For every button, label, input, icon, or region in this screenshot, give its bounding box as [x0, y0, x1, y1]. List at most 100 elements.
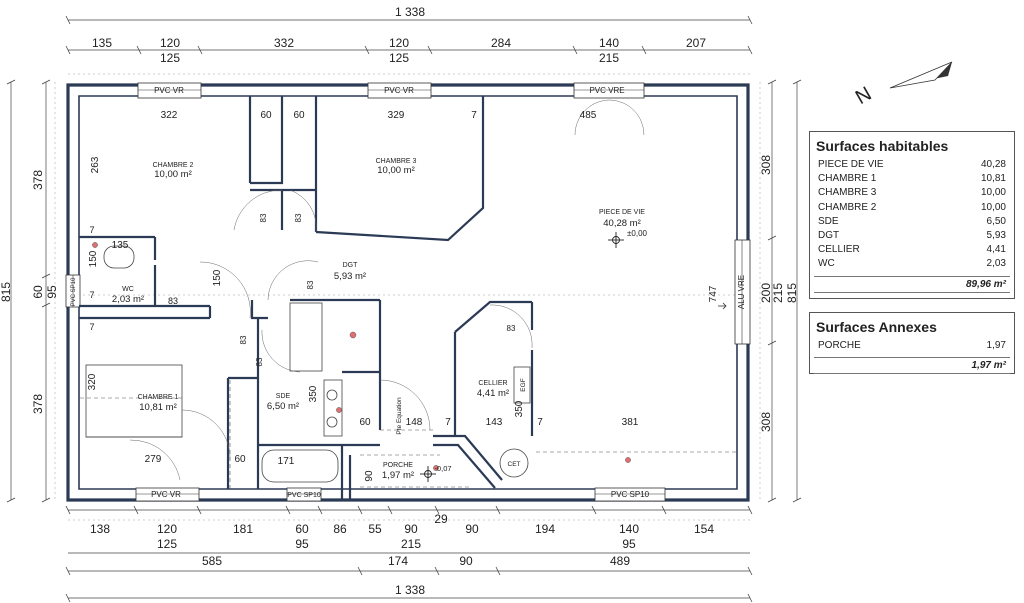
dim-top-9: 207 — [686, 36, 706, 50]
inner-dim: 320 — [87, 373, 98, 390]
dim-left-2: 95 — [45, 285, 59, 299]
dimension-lines — [10, 19, 798, 599]
dimension-ticks — [6, 15, 802, 603]
inner-dim: 83 — [259, 213, 268, 222]
window-label-5: PVC SP10 — [287, 492, 321, 499]
window-label-3: PVC VRE — [589, 86, 624, 95]
surfaces-habitables-total: 89,96 m² — [814, 275, 1010, 293]
dim-bottom-total: 1 338 — [395, 583, 425, 597]
room-name-chambre1: CHAMBRE 1 — [138, 394, 179, 401]
table-row: CHAMBRE 1 10,81 — [810, 172, 1014, 186]
dim-top-3: 332 — [274, 36, 294, 50]
inner-dim: 83 — [507, 324, 516, 333]
dim-bottom-6: 86 — [333, 522, 347, 536]
row-name: WC — [818, 258, 835, 270]
row-name: CHAMBRE 2 — [818, 201, 877, 213]
window-label-1: PVC VR — [154, 86, 184, 95]
dim-bottom-9: 215 — [401, 537, 421, 551]
north-arrow-icon — [889, 61, 953, 89]
dim-bottom-5: 95 — [295, 537, 309, 551]
room-name-porche: PORCHE — [383, 462, 413, 469]
room-name-piece: PIECE DE VIE — [599, 209, 645, 216]
window-glass — [72, 89, 743, 495]
room-name-sde: SDE — [276, 393, 291, 400]
inner-dim: 485 — [580, 110, 597, 121]
dim-group-3: 489 — [610, 554, 630, 568]
inner-dim: 83 — [306, 280, 315, 289]
row-name: SDE — [818, 215, 839, 227]
row-name: DGT — [818, 229, 840, 241]
sliding-arrow — [718, 302, 727, 310]
inner-dim: 83 — [239, 335, 248, 344]
inner-dim: 7 — [445, 417, 451, 428]
dim-bottom-4: 60 — [295, 522, 309, 536]
table-row: WC 2,03 — [810, 257, 1014, 271]
row-name: CHAMBRE 3 — [818, 187, 877, 199]
row-value: 5,93 — [986, 229, 1006, 241]
room-name-chambre3: CHAMBRE 3 — [376, 158, 417, 165]
dim-bottom-29: 29 — [434, 512, 448, 526]
row-name: CHAMBRE 1 — [818, 173, 877, 185]
egf-label: EGF — [520, 378, 527, 391]
dim-group-0: 585 — [202, 554, 222, 568]
inner-dim: 7 — [471, 110, 477, 121]
inner-dim: 381 — [622, 417, 639, 428]
level-piece: ±0,00 — [627, 229, 648, 238]
window-label-4: PVC VR — [151, 490, 181, 499]
row-value: 1,97 — [986, 340, 1006, 351]
row-value: 2,03 — [986, 258, 1006, 270]
inner-dim: 279 — [145, 454, 162, 465]
dim-bottom-14: 154 — [694, 522, 714, 536]
level-porche: -0,07 — [434, 464, 451, 473]
room-area-sde: 6,50 m² — [267, 401, 299, 412]
inner-dim: 150 — [212, 269, 223, 286]
room-name-chambre2: CHAMBRE 2 — [153, 162, 194, 169]
dim-right-1: 200 — [759, 283, 773, 303]
inner-dim: 350 — [308, 385, 319, 402]
inner-dim: 7 — [89, 322, 94, 332]
dimension-texts: 1 338 135 120 125 332 120 125 284 140 21… — [0, 5, 799, 597]
room-area-chambre1: 10,81 m² — [139, 402, 177, 413]
inner-dim: 263 — [90, 156, 101, 173]
row-value: 40,28 — [980, 159, 1006, 170]
inner-dim: 150 — [88, 250, 99, 267]
dim-top-1: 120 — [160, 36, 180, 50]
room-name-dgt: DGT — [343, 262, 359, 269]
inner-dim: 7 — [537, 417, 543, 428]
dim-bottom-8: 90 — [404, 522, 418, 536]
row-value: 10,00 — [980, 187, 1006, 199]
table-row: CHAMBRE 2 10,00 — [810, 201, 1014, 215]
dim-bottom-7: 55 — [368, 522, 382, 536]
inner-dimensions: 322 60 60 329 7 485 263 83 83 135 150 7 … — [87, 110, 719, 482]
inner-dim: 747 — [708, 285, 719, 302]
row-value: 10,00 — [980, 201, 1006, 213]
dim-bottom-0: 138 — [90, 522, 110, 536]
row-name: PIECE DE VIE — [818, 159, 884, 170]
table-row: DGT 5,93 — [810, 229, 1014, 243]
dim-bottom-12: 140 — [619, 522, 639, 536]
inner-dim: 350 — [514, 400, 525, 417]
window-label-7: PVC SP10 — [71, 277, 77, 306]
inner-dim: 60 — [260, 110, 272, 121]
electrical-points — [92, 242, 631, 471]
room-area-dgt: 5,93 m² — [334, 271, 366, 282]
room-area-cellier: 4,41 m² — [477, 388, 509, 399]
dim-right-4: 308 — [759, 412, 773, 432]
dim-bottom-13: 95 — [622, 537, 636, 551]
row-value: 6,50 — [986, 215, 1006, 227]
surfaces-annexes-title: Surfaces Annexes — [816, 319, 937, 335]
dim-right-0: 308 — [759, 155, 773, 175]
inner-dim: 143 — [486, 417, 503, 428]
inner-dim: 148 — [406, 417, 423, 428]
window-label-2: PVC VR — [384, 86, 414, 95]
row-value: 10,81 — [980, 173, 1006, 185]
pte-equation-label: Pte Equation — [396, 397, 403, 435]
dim-bottom-10: 90 — [465, 522, 479, 536]
room-area-chambre3: 10,00 m² — [377, 165, 415, 176]
dim-top-8: 215 — [599, 51, 619, 65]
inner-dim: 7 — [89, 290, 94, 300]
inner-dim: 7 — [89, 225, 94, 235]
dim-top-2: 125 — [160, 51, 180, 65]
